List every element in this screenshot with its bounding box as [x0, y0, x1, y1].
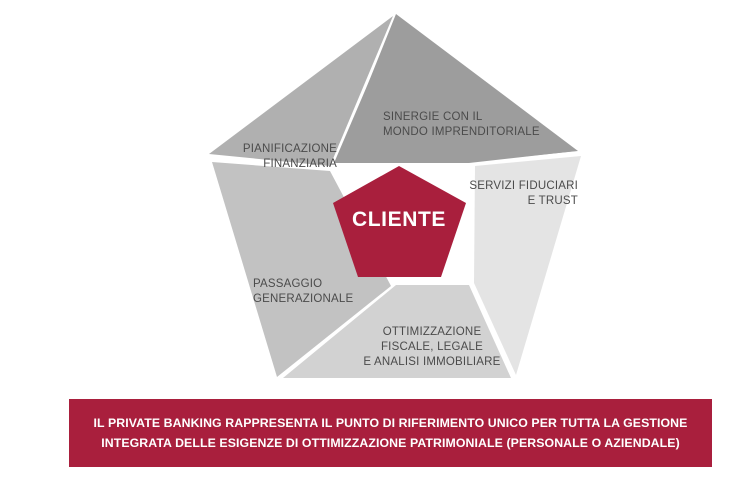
label-servizi-line-2: E TRUST — [528, 195, 578, 207]
segment-ottimizzazione[interactable] — [283, 285, 511, 378]
label-servizi-line-1: SERVIZI FIDUCIARI — [469, 180, 578, 192]
segment-sinergie-shape — [334, 16, 576, 163]
label-sinergie-line-1: SINERGIE CON IL — [383, 111, 483, 123]
label-sinergie-line-2: MONDO IMPRENDITORIALE — [383, 126, 540, 138]
segment-servizi[interactable] — [474, 156, 581, 375]
center-pentagon-label: CLIENTE — [352, 208, 446, 231]
center-pentagon[interactable] — [333, 166, 466, 277]
label-ottimizzazione-line-3: E ANALISI IMMOBILIARE — [363, 356, 500, 368]
label-passaggio-line-1: PASSAGGIO — [253, 278, 322, 290]
label-pianificazione-line-1: PIANIFICAZIONE — [243, 143, 337, 155]
segment-pianificazione[interactable] — [209, 16, 393, 166]
label-ottimizzazione-line-2: FISCALE, LEGALE — [381, 341, 483, 353]
summary-banner-line-2: INTEGRATA DELLE ESIGENZE DI OTTIMIZZAZIO… — [101, 436, 680, 450]
label-pianificazione-line-2: FINANZIARIA — [263, 158, 337, 170]
summary-banner: IL PRIVATE BANKING RAPPRESENTA IL PUNTO … — [69, 399, 712, 467]
summary-banner-text: IL PRIVATE BANKING RAPPRESENTA IL PUNTO … — [84, 413, 698, 453]
summary-banner-line-1: IL PRIVATE BANKING RAPPRESENTA IL PUNTO … — [93, 416, 688, 430]
label-ottimizzazione-line-1: OTTIMIZZAZIONE — [383, 326, 482, 338]
label-passaggio-line-2: GENERAZIONALE — [253, 293, 354, 305]
